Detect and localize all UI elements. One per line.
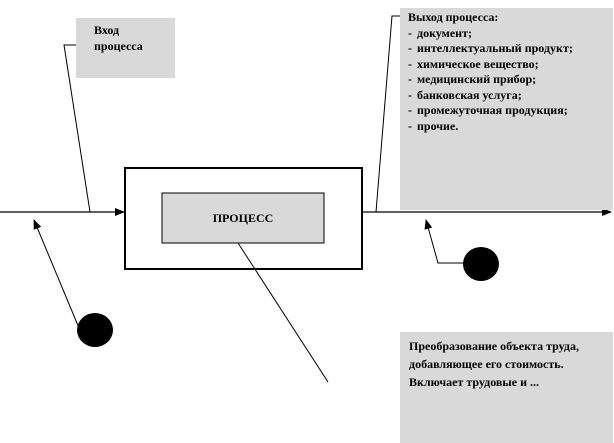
output-marker-dot: [463, 247, 499, 281]
transformation-callout: Преобразование объекта труда, добавляюще…: [400, 332, 613, 443]
input-leader-line: [63, 44, 91, 213]
input-callout: Вход процесса: [76, 18, 175, 78]
input-marker-dot: [77, 313, 113, 347]
input-label: Вход процесса: [94, 23, 143, 53]
list-item: медицинский прибор;: [408, 72, 609, 88]
process-inner-box: [161, 192, 325, 244]
output-title: Выход процесса:: [408, 10, 499, 24]
list-item: банковская услуга;: [408, 88, 609, 104]
transform-leader-line: [237, 242, 329, 383]
list-item: промежуточная продукция;: [408, 103, 609, 119]
process-label: ПРОЦЕСС: [212, 210, 274, 225]
list-item: прочие.: [408, 119, 609, 135]
list-item: интеллектуальный продукт;: [408, 41, 609, 57]
output-callout: Выход процесса: документ; интеллектуальн…: [400, 8, 613, 210]
list-item: химическое вещество;: [408, 57, 609, 73]
list-item: документ;: [408, 26, 609, 42]
output-leader-line: [375, 15, 400, 213]
output-list: документ; интеллектуальный продукт; хими…: [408, 26, 609, 135]
output-marker-leader: [424, 219, 464, 264]
input-marker-leader: [33, 219, 80, 329]
transformation-text: Преобразование объекта труда, добавляюще…: [409, 339, 579, 389]
